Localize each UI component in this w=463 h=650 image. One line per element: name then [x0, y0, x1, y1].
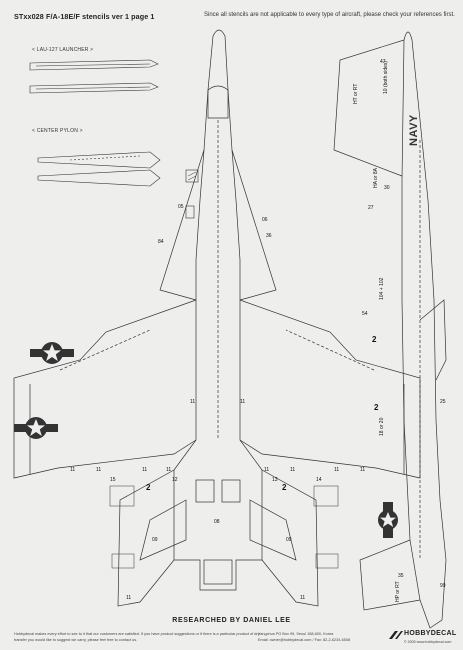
plan-label: 11 [290, 467, 296, 473]
stencil-markers [109, 169, 339, 569]
plan-label: 84 [158, 239, 164, 245]
navy-lettering: NAVY [408, 114, 420, 146]
side-label: 27 [368, 205, 374, 211]
footer-disclaimer: Hobbydecal makes every effort to see to … [14, 632, 260, 642]
side-label: 47 [380, 59, 386, 65]
side-label: HP or RT [395, 581, 401, 602]
researcher-credit: RESEARCHED BY DANIEL LEE [172, 617, 291, 624]
side-label: HA or 8A [373, 167, 379, 188]
plan-label: 11 [96, 467, 102, 473]
plan-label: 11 [334, 467, 340, 473]
footer-address: Yangchun PO Box 99, Seoul 158-600, Korea [258, 632, 334, 636]
plan-label: 11 [190, 399, 196, 405]
footer-email: Email: owner@hobbydecal.com / Fax: 82-2-… [258, 638, 351, 642]
plan-label: 14 [316, 477, 322, 483]
plan-label: 15 [110, 477, 116, 483]
copyright: © 2005 www.hobbydecal.com [404, 640, 452, 644]
plan-label: 06 [262, 217, 268, 223]
side-label: 18 or 20 [379, 417, 385, 436]
side-label: 25 [440, 399, 446, 405]
national-insignia-roundels [14, 342, 398, 538]
side-label: 104 + 102 [379, 277, 385, 300]
side-view-aircraft [333, 31, 447, 629]
hobbydecal-logo: HOBBYDECAL © 2005 www.hobbydecal.com [389, 629, 457, 646]
side-label: HT or RT [353, 83, 359, 104]
side-label: 35 [398, 573, 404, 579]
plan-label: 08 [214, 519, 220, 525]
plan-label: 05 [178, 204, 184, 210]
logo-wordmark: HOBBYDECAL [404, 630, 457, 637]
lau-127-launcher-drawing [29, 59, 159, 94]
plan-label: 13 [272, 477, 278, 483]
plan-label: 12 [172, 477, 178, 483]
plan-label: 09 [286, 537, 292, 543]
plan-label: 11 [142, 467, 148, 473]
plan-label: 11 [360, 467, 366, 473]
side-label: 2 [374, 403, 379, 412]
lau-launcher-label: < LAU-127 LAUNCHER > [32, 47, 94, 53]
plan-label: 11 [126, 595, 132, 601]
plan-label: 2 [146, 483, 151, 492]
plan-label: 11 [166, 467, 172, 473]
side-label: 2 [372, 335, 377, 344]
plan-view-aircraft [13, 29, 421, 607]
center-pylon-drawing [37, 151, 161, 187]
plan-label: 11 [264, 467, 270, 473]
plan-label: 2 [282, 483, 287, 492]
logo-mark-icon [389, 631, 403, 639]
center-pylon-label: < CENTER PYLON > [32, 128, 83, 134]
plan-label: 11 [70, 467, 76, 473]
side-label: 54 [362, 311, 368, 317]
plan-label: 09 [152, 537, 158, 543]
plan-label: 11 [300, 595, 306, 601]
sheet-title: STxx028 F/A-18E/F stencils ver 1 page 1 [14, 12, 155, 21]
plan-label: 11 [240, 399, 246, 405]
plan-label: 36 [266, 233, 272, 239]
side-label: 99 [440, 583, 446, 589]
footer-contact: Yangchun PO Box 99, Seoul 158-600, Korea… [258, 631, 398, 643]
applicability-note: Since all stencils are not applicable to… [204, 12, 455, 18]
side-label: 10 (both sides) [383, 60, 389, 94]
side-label: 30 [384, 185, 390, 191]
